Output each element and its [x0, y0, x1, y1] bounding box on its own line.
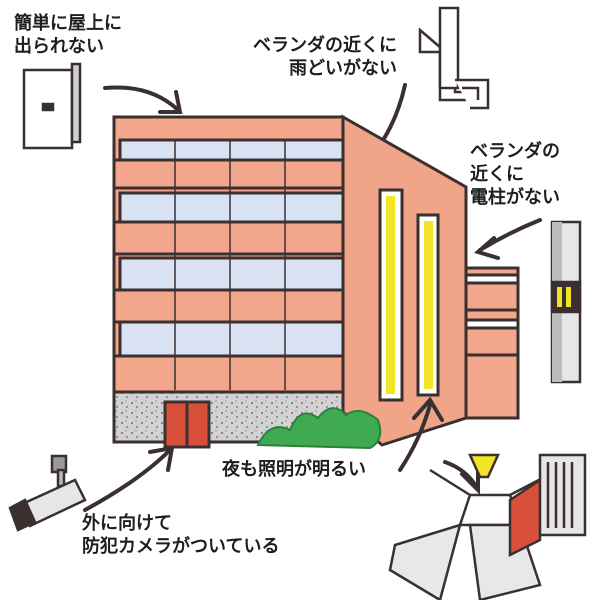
annotation-text: ベランダの近くに [253, 35, 397, 56]
annotation-security-camera: 外に向けて 防犯カメラがついている [82, 512, 279, 558]
gutter-pipe-icon [418, 6, 490, 110]
pole-arrow [473, 218, 542, 260]
annotation-text: 出られない [14, 36, 104, 57]
annotation-text: 電柱がない [470, 187, 560, 208]
building-annex [464, 266, 520, 420]
camera-arrow [83, 445, 175, 512]
annotation-text: ベランダの [470, 141, 560, 162]
security-camera-icon [8, 454, 87, 532]
annotation-bright-light: 夜も照明が明るい [222, 458, 366, 481]
annotation-text: 夜も照明が明るい [222, 459, 366, 480]
annotation-text: 近くに [470, 164, 524, 185]
roof-arrow [103, 85, 183, 114]
annotation-text: 簡単に屋上に [14, 13, 122, 34]
light-arrow [398, 396, 444, 472]
annotation-no-gutter: ベランダの近くに 雨どいがない [247, 34, 397, 80]
corridor-light-icon [388, 453, 587, 600]
building-side-wall [341, 114, 468, 447]
building-front [112, 115, 345, 449]
shrub [256, 407, 382, 450]
light-arrow-2 [443, 460, 480, 495]
annotation-roof-access: 簡単に屋上に 出られない [14, 12, 122, 58]
annotation-text: 防犯カメラがついている [82, 536, 280, 557]
roof-door-icon [22, 62, 82, 150]
annotation-no-pole: ベランダの 近くに 電柱がない [470, 140, 588, 209]
utility-pole-icon [550, 220, 582, 384]
annotation-text: 外に向けて [82, 513, 172, 534]
annotation-text: 雨どいがない [289, 58, 397, 79]
